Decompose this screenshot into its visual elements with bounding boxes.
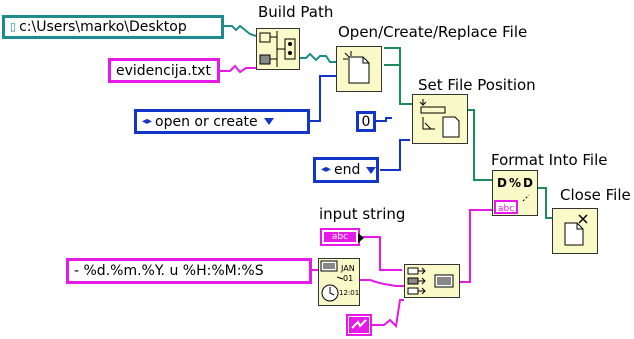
set-file-position-node[interactable] <box>412 94 468 144</box>
offset-constant[interactable]: 0 <box>356 111 376 132</box>
build-path-node[interactable] <box>256 28 300 70</box>
format-into-file-icon: D % D abc <box>494 176 533 214</box>
path-constant-icon: ▯ <box>10 20 17 33</box>
svg-text:abc: abc <box>498 204 514 214</box>
time-out-wire <box>360 279 404 287</box>
svg-text:D: D <box>523 176 533 190</box>
concatenate-icon <box>407 267 454 295</box>
from-enum-constant[interactable]: ◂▸ end <box>313 157 379 183</box>
close-file-label: Close File <box>560 186 631 204</box>
set-position-icon <box>419 99 460 138</box>
filename-wire <box>218 64 256 74</box>
svg-text:JAN: JAN <box>340 264 355 273</box>
open-refnum-wire-2 <box>384 47 401 65</box>
format-into-file-node[interactable]: D % D abc <box>492 170 538 216</box>
operation-enum-constant[interactable]: ◂▸ open or create <box>134 109 310 134</box>
format-string-constant[interactable]: - %d.%m.%Y. u %H:%M:%S <box>66 258 312 284</box>
close-file-icon <box>564 214 588 246</box>
open-file-node[interactable] <box>336 46 382 92</box>
svg-text:01: 01 <box>343 274 353 283</box>
dropdown-arrow-icon <box>366 166 377 174</box>
path-constant-text: c:\Users\marko\Desktop <box>19 19 187 35</box>
input-string-label: input string <box>319 205 406 223</box>
operation-wire <box>310 75 336 122</box>
datetime-icon: JAN 01 12:01 <box>320 260 359 302</box>
format-datetime-node[interactable]: JAN 01 12:01 <box>318 258 360 306</box>
increment-icon: ◂▸ <box>142 115 153 127</box>
build-path-label: Build Path <box>258 3 334 21</box>
format-out-wire <box>538 187 552 219</box>
from-wire <box>380 139 410 171</box>
terminal-arrow-icon <box>358 233 364 243</box>
from-enum-text: end <box>334 162 361 178</box>
operation-enum-text: open or create <box>155 113 258 130</box>
set-position-label: Set File Position <box>418 76 536 94</box>
path-constant[interactable]: ▯ c:\Users\marko\Desktop <box>2 15 224 39</box>
path-wire <box>222 24 257 37</box>
dropdown-arrow-icon <box>263 118 274 125</box>
svg-text:%: % <box>509 176 521 190</box>
close-file-node[interactable] <box>552 208 598 254</box>
svg-text:D: D <box>497 176 507 190</box>
concatenate-strings-node[interactable] <box>404 264 460 298</box>
abc-icon: abc <box>324 232 356 242</box>
concat-out-wire <box>460 209 492 283</box>
open-file-label: Open/Create/Replace File <box>338 23 528 41</box>
increment-icon: ◂▸ <box>321 164 332 175</box>
filename-constant-text: evidencija.txt <box>116 62 211 79</box>
build-path-icon <box>259 31 296 67</box>
format-string-text: - %d.%m.%Y. u %H:%M:%S <box>74 263 264 279</box>
svg-text:12:01: 12:01 <box>339 289 359 297</box>
empty-string-icon <box>349 317 369 333</box>
setpos-out-wire <box>468 109 492 181</box>
offset-wire <box>376 117 392 122</box>
empty-string-constant[interactable] <box>346 314 372 336</box>
format-into-file-label: Format Into File <box>491 151 608 169</box>
input-string-terminal[interactable]: abc <box>320 228 364 246</box>
buildpath-out-wire <box>300 52 336 63</box>
offset-constant-text: 0 <box>361 113 371 130</box>
input-string-wire <box>362 236 402 271</box>
bottom-wire <box>372 299 404 329</box>
filename-constant[interactable]: evidencija.txt <box>108 58 220 83</box>
open-file-icon <box>343 51 370 84</box>
